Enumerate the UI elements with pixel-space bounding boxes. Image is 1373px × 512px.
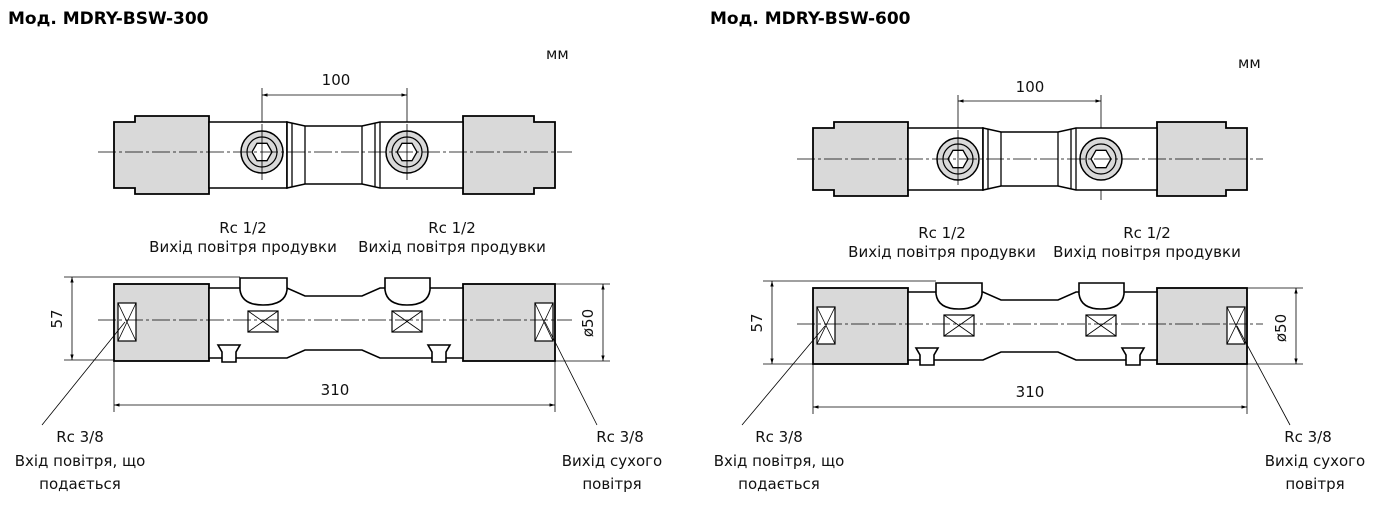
- side-bottom-tab-right: [1120, 347, 1146, 366]
- side-body: [208, 287, 464, 359]
- inlet-desc-line1: Вхід повітря, що: [714, 452, 845, 470]
- side-marker: [1085, 314, 1117, 337]
- outlet-desc-line1: Вихід сухого: [562, 452, 662, 470]
- inlet-size: Rc 3/8: [755, 428, 803, 446]
- port-left-size: Rc 1/2: [918, 224, 966, 242]
- leader-inlet: [741, 325, 826, 426]
- side-marker: [247, 310, 279, 333]
- outlet-size: Rc 3/8: [1284, 428, 1332, 446]
- side-bottom-tab-left: [216, 344, 242, 363]
- side-marker: [391, 310, 423, 333]
- inlet-size: Rc 3/8: [56, 428, 104, 446]
- dim-height-label: 57: [48, 309, 66, 328]
- side-marker: [943, 314, 975, 337]
- model-title: Мод. MDRY-BSW-600: [710, 9, 911, 29]
- outlet-desc-line2: повітря: [1285, 475, 1344, 493]
- top-view: 100: [797, 78, 1263, 200]
- unit-label: мм: [546, 45, 569, 63]
- end-block-right: [462, 115, 556, 195]
- dim-diameter-label: ø50: [579, 309, 597, 337]
- side-view: 57 ø50: [741, 280, 1303, 426]
- leader-outlet: [544, 321, 598, 426]
- model-title: Мод. MDRY-BSW-300: [8, 9, 209, 29]
- dim-diameter-label: ø50: [1272, 314, 1290, 342]
- leader-outlet: [1236, 325, 1291, 426]
- side-bottom-tab-right: [426, 344, 452, 363]
- port-right-size: Rc 1/2: [1123, 224, 1171, 242]
- dim-height-label: 57: [748, 313, 766, 332]
- side-marker: [534, 302, 554, 342]
- side-bottom-tab-left: [914, 347, 940, 366]
- port-left-desc: Вихід повітря продувки: [848, 243, 1036, 261]
- side-port-bump-left: [935, 282, 983, 310]
- inlet-desc-line2: подається: [39, 475, 121, 493]
- end-block-left: [113, 115, 210, 195]
- side-marker: [816, 306, 836, 345]
- unit-label: мм: [1238, 54, 1261, 72]
- port-right-size: Rc 1/2: [428, 219, 476, 237]
- drawing-mdry-bsw-600: Мод. MDRY-BSW-600 мм 100: [710, 9, 1365, 493]
- port-right-desc: Вихід повітря продувки: [1053, 243, 1241, 261]
- port-left-desc: Вихід повітря продувки: [149, 238, 337, 256]
- outlet-desc-line1: Вихід сухого: [1265, 452, 1365, 470]
- side-marker: [117, 302, 137, 342]
- dim-ports-label: 100: [1016, 78, 1045, 96]
- inlet-desc-line2: подається: [738, 475, 820, 493]
- leader-inlet: [41, 321, 126, 426]
- outlet-desc-line2: повітря: [582, 475, 641, 493]
- port-left-size: Rc 1/2: [219, 219, 267, 237]
- outlet-size: Rc 3/8: [596, 428, 644, 446]
- dim-length-label: 310: [321, 381, 350, 399]
- side-marker: [1226, 306, 1246, 345]
- dim-ports-label: 100: [322, 71, 351, 89]
- side-port-bump-right: [384, 277, 431, 306]
- dim-length-label: 310: [1016, 383, 1045, 401]
- drawing-mdry-bsw-300: Мод. MDRY-BSW-300 мм 100: [8, 9, 662, 493]
- side-port-bump-left: [239, 277, 288, 306]
- side-port-bump-right: [1078, 282, 1125, 310]
- top-view: 100: [98, 71, 572, 195]
- port-right-desc: Вихід повітря продувки: [358, 238, 546, 256]
- inlet-desc-line1: Вхід повітря, що: [15, 452, 146, 470]
- side-view: 57 ø50: [41, 276, 610, 426]
